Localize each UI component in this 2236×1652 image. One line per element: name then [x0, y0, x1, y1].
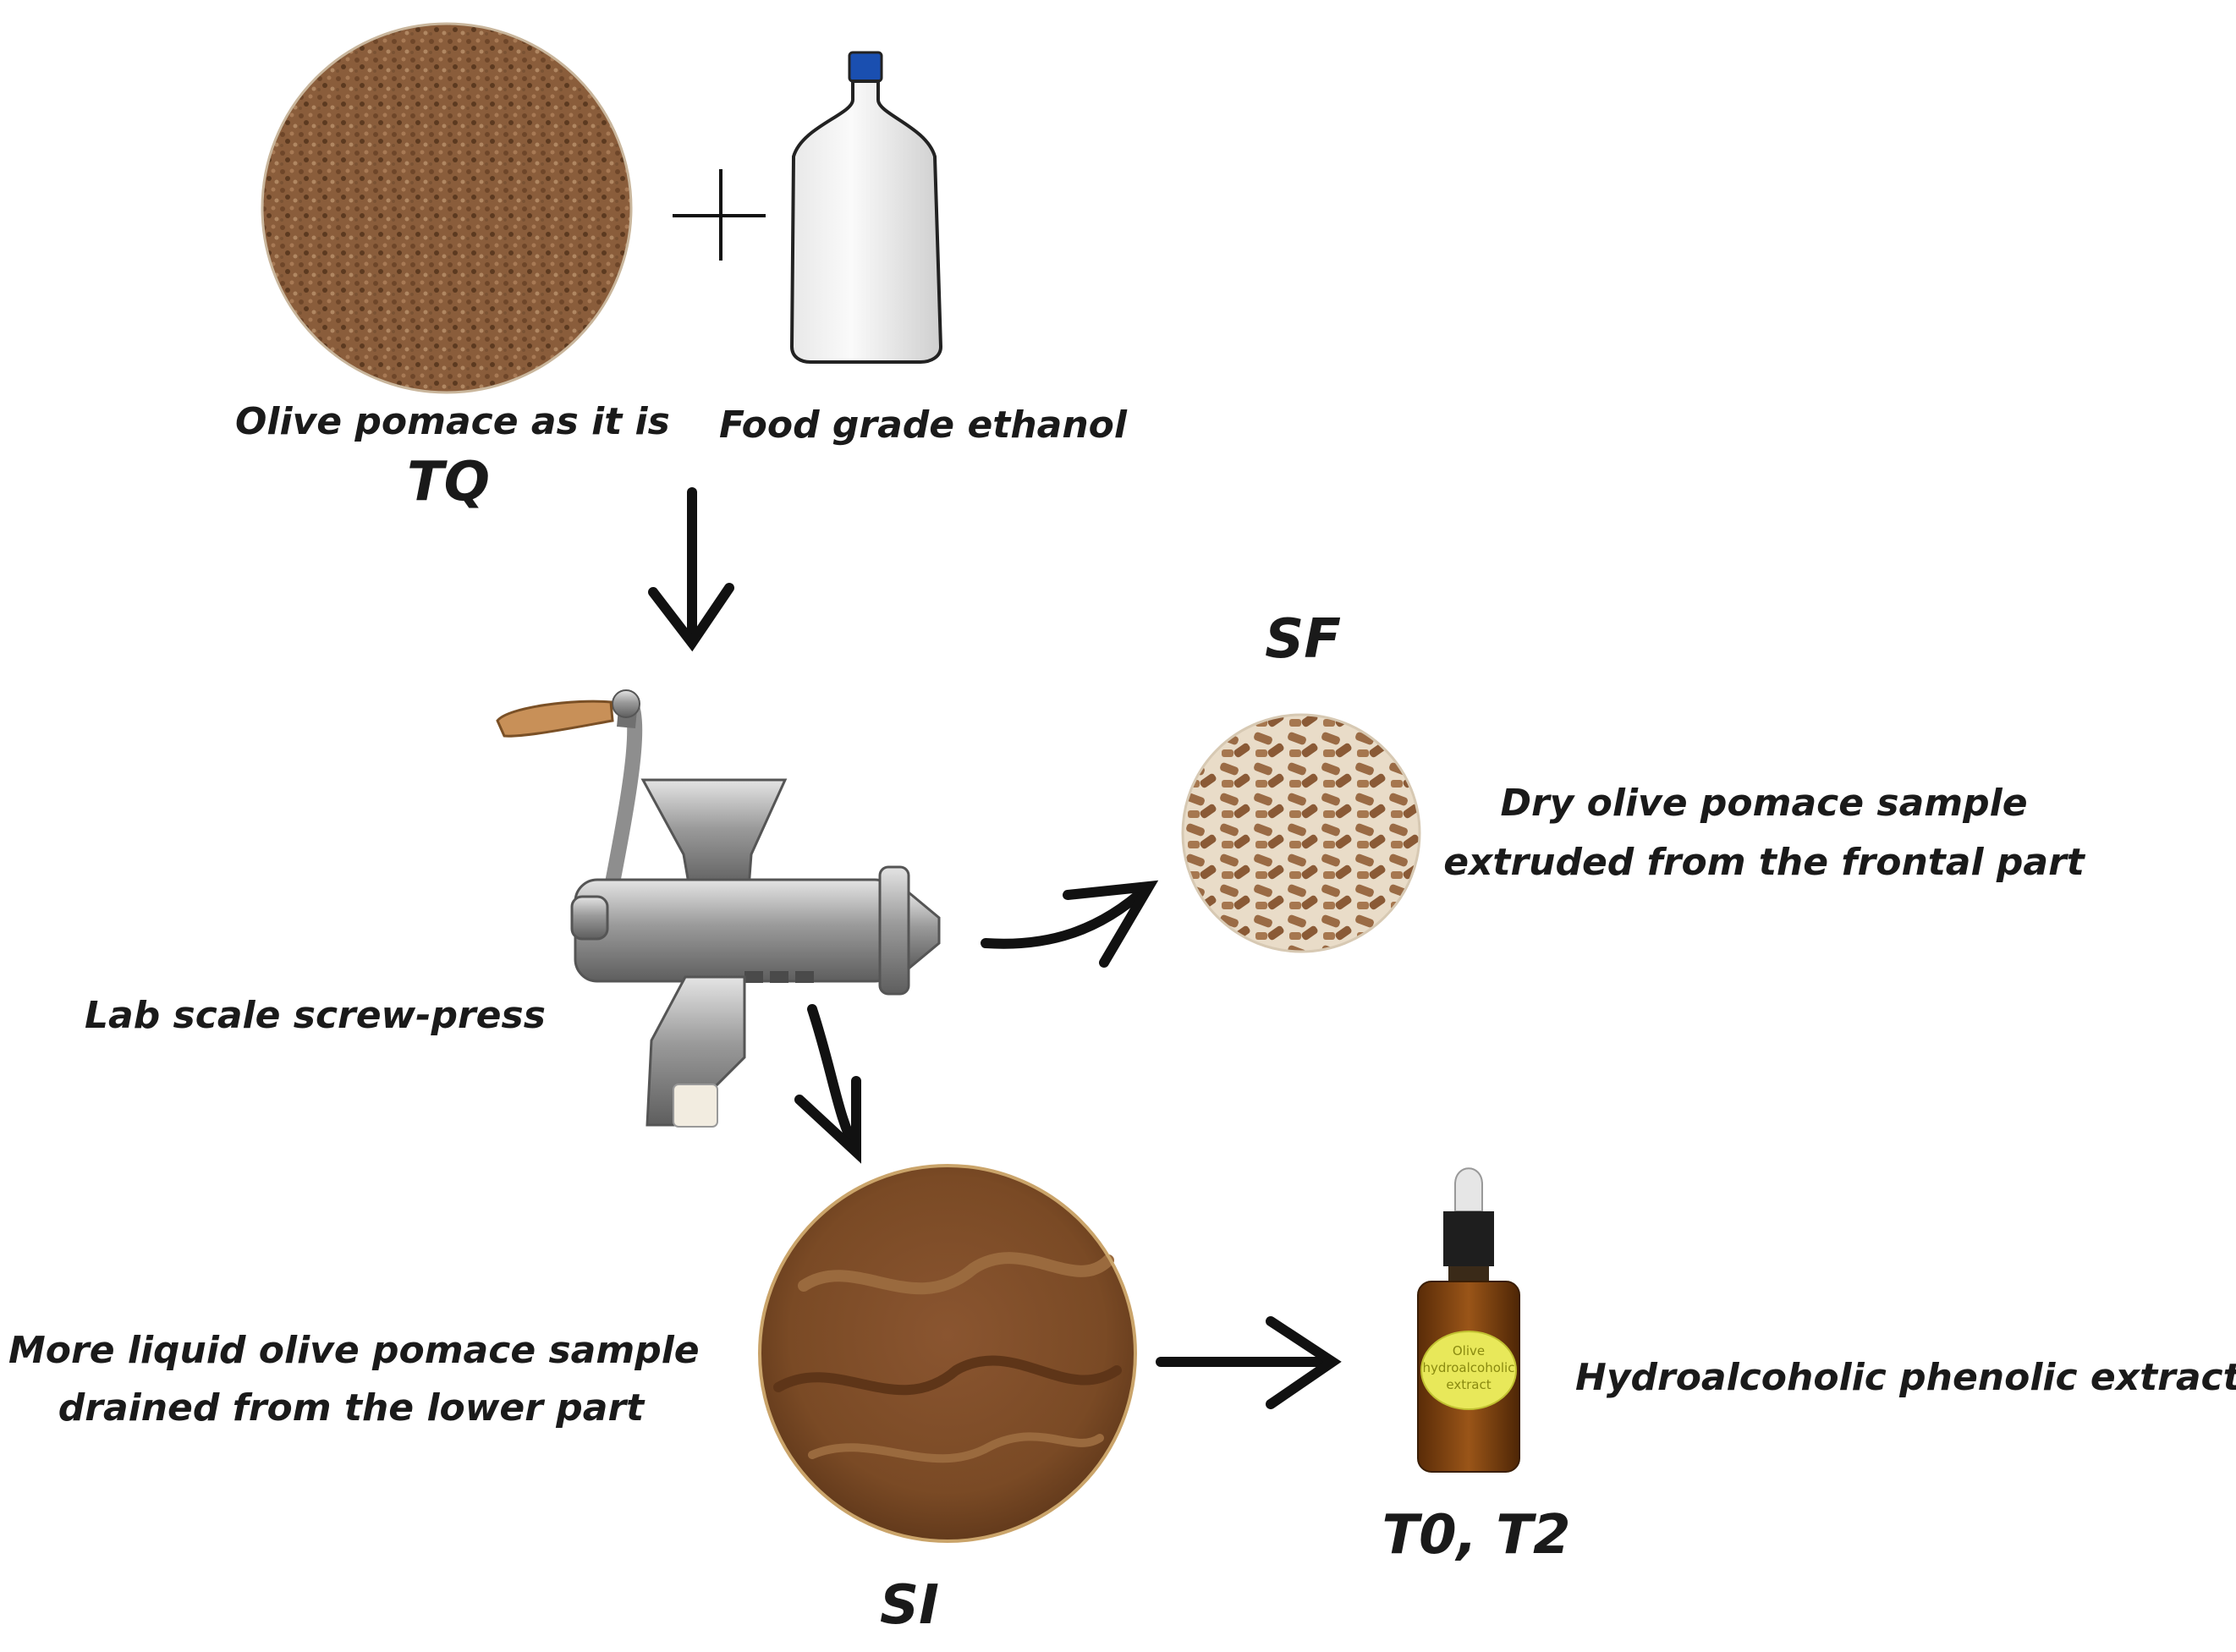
extract-label: Hydroalcoholic phenolic extract — [1575, 1356, 2236, 1399]
sf-desc-line2: extruded from the frontal part — [1443, 841, 2085, 884]
sf-label: SF — [1265, 608, 1341, 671]
si-desc-line2: drained from the lower part — [58, 1386, 645, 1430]
arrow-to-si-icon — [794, 1004, 861, 1164]
ethanol-label: Food grade ethanol — [719, 403, 1127, 447]
t0-t2-label: T0, T2 — [1382, 1504, 1571, 1567]
arrow-right-icon — [1156, 1316, 1342, 1409]
plus-icon — [673, 169, 766, 261]
ethanol-bottle-icon — [789, 51, 943, 364]
extract-bottle-icon: Olive hydroalcoholic extract — [1417, 1167, 1520, 1473]
olive-pomace-label: Olive pomace as it is — [235, 400, 670, 443]
bottle-label-line2: hydroalcoholic — [1423, 1360, 1515, 1375]
sf-desc-line1: Dry olive pomace sample — [1500, 782, 2028, 825]
si-desc-line1: More liquid olive pomace sample — [8, 1329, 700, 1372]
bottle-label-line3: extract — [1446, 1377, 1491, 1392]
sf-pellets-image — [1181, 713, 1421, 953]
si-slurry-image — [758, 1164, 1137, 1543]
arrow-down-icon — [648, 487, 734, 652]
arrow-to-sf-icon — [981, 880, 1159, 968]
screw-press-label: Lab scale screw-press — [85, 994, 546, 1037]
si-label: SI — [880, 1574, 939, 1637]
bottle-label-line1: Olive — [1453, 1343, 1485, 1358]
tq-label: TQ — [406, 451, 491, 513]
screw-press-image — [496, 689, 941, 1128]
olive-pomace-image — [261, 22, 633, 394]
